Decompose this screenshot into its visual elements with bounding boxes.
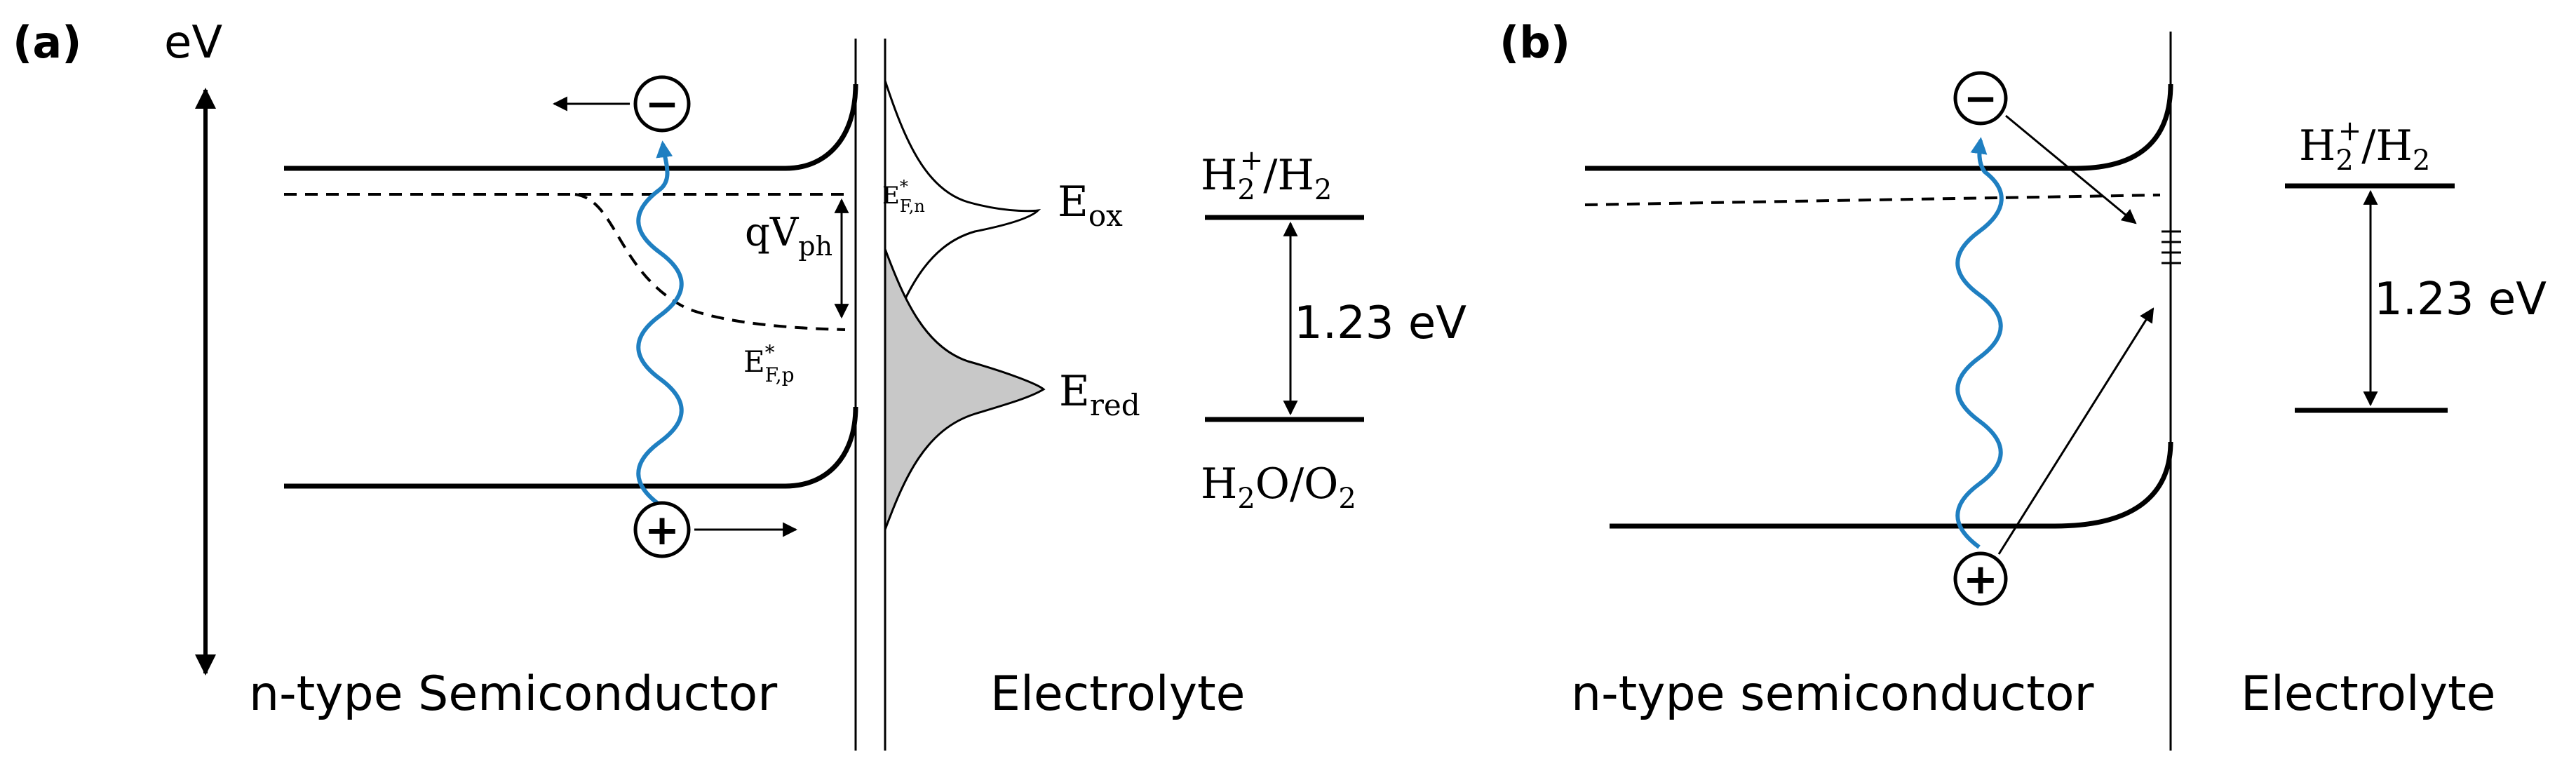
electron-circle-b: [1953, 71, 2008, 126]
hole-symbol: +: [645, 506, 680, 555]
electron-circle: [633, 75, 691, 133]
photon-excitation: [636, 140, 684, 507]
quasi-fermi-p-label: E*F,p: [743, 341, 795, 387]
gap-label-b: 1.23 eV: [2374, 274, 2547, 325]
valence-band-b: [1610, 441, 2173, 529]
e-red-label: Ered: [1059, 367, 1140, 422]
e-ox-label: Eox: [1058, 177, 1123, 233]
redox-top-label-b: H2+/H2: [2299, 115, 2430, 177]
hole-symbol-b: +: [1963, 555, 1998, 604]
hole-trap-arrow: [1997, 307, 2154, 555]
panel-a-label: (a): [13, 17, 82, 68]
quasi-fermi-p-line: [574, 193, 846, 331]
electrolyte-label-b: Electrolyte: [2241, 666, 2495, 722]
gap-label-a: 1.23 eV: [1294, 297, 1466, 349]
valence-band: [284, 406, 858, 489]
panel-b-label: (b): [1499, 17, 1570, 68]
panel-b: (b) − + 1.23 eV H2+/H2 n-type semiconduc: [1499, 17, 2547, 751]
electron-symbol-b: −: [1964, 74, 1998, 122]
redox-bottom-label-a: H2O/O2: [1201, 459, 1356, 515]
electrolyte-label-a: Electrolyte: [990, 666, 1245, 722]
semiconductor-label-a: n-type Semiconductor: [249, 666, 777, 722]
oxidized-state-distribution: [884, 80, 1041, 348]
conduction-band: [284, 83, 858, 171]
conduction-band-b: [1585, 83, 2173, 171]
energy-axis-label: eV: [164, 17, 222, 69]
photon-excitation-b: [1955, 137, 2004, 549]
hole-circle-b: [1953, 551, 2008, 606]
electron-trap-arrow: [2005, 114, 2137, 224]
reduced-state-distribution: [884, 248, 1046, 530]
electron-symbol: −: [645, 80, 680, 128]
quasi-fermi-n-label: E*F,n: [882, 177, 925, 216]
photovoltage-label: qVph: [745, 210, 832, 262]
panel-a: (a) eV qVph E*F,p − + E*F,n Eox: [13, 17, 1466, 751]
fermi-level-b: [1584, 194, 2161, 206]
semiconductor-label-b: n-type semiconductor: [1571, 666, 2094, 722]
redox-top-label-a: H2+/H2: [1201, 145, 1332, 206]
hole-circle: [633, 501, 691, 558]
